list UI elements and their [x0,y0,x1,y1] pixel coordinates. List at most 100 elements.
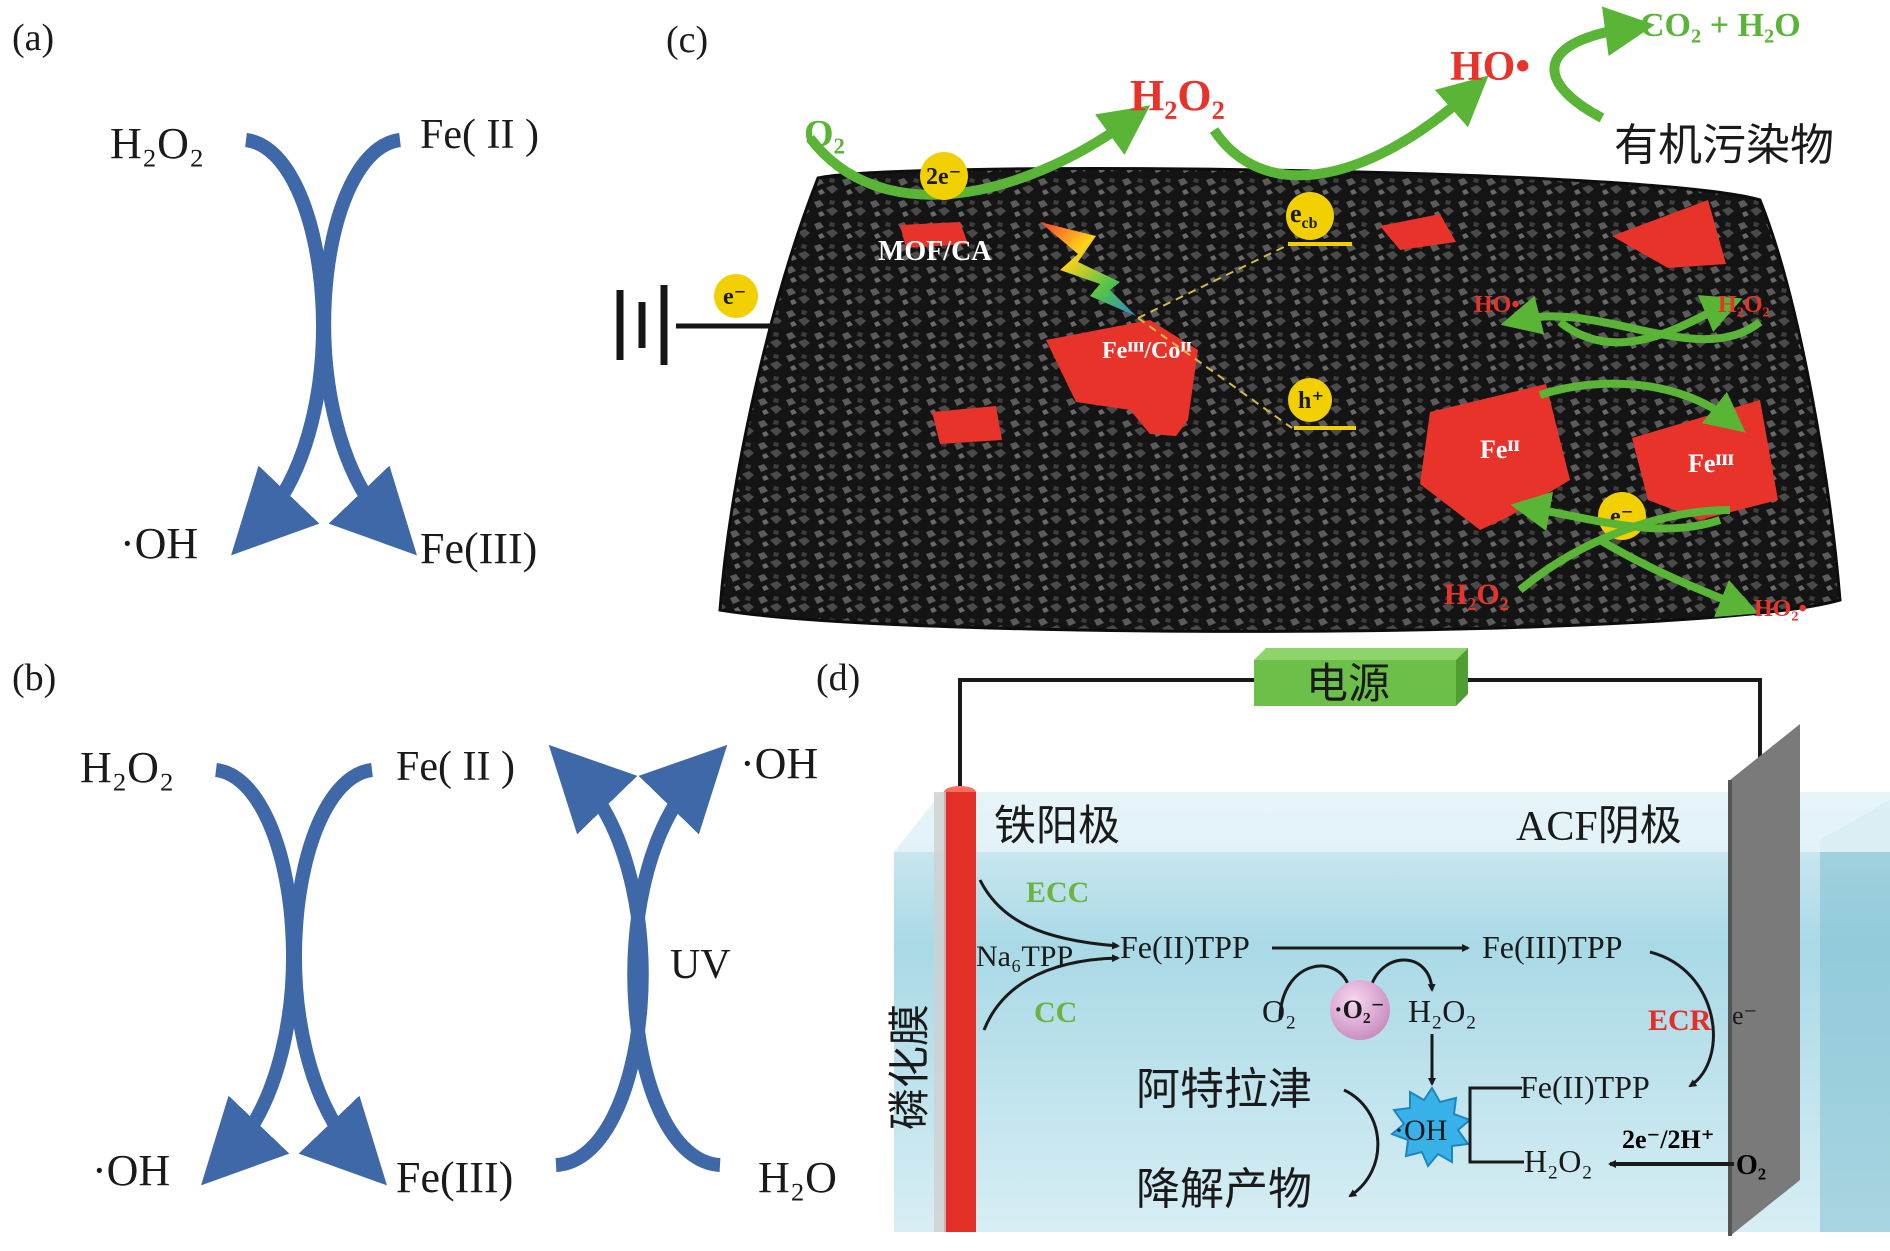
d-na6tpp-label: Na₆TPP [976,940,1073,973]
d-atrazine-label: 阿特拉津 [1136,1064,1312,1115]
light-bolt-icon [1040,222,1136,316]
power-supply-box [1254,648,1468,706]
anode-label: 铁阳极 [994,801,1120,850]
c-2e-bubble [920,152,968,200]
acf-cathode [1730,724,1800,1236]
d-products-label: 降解产物 [1136,1164,1312,1215]
b-oh-top-label: ·OH [740,739,818,788]
mof-crystal-small [900,222,968,248]
tank-top-surface [894,792,1890,852]
mof-crystal-center [1046,320,1198,436]
b-arrow-h2o-to-oh [627,744,728,1172]
d-arrow-atrazine-degrade [1343,1088,1380,1198]
c-ho2-bottom-label: HO₂• [1754,596,1807,622]
battery-icon [616,285,790,365]
b-uv-label: UV [670,942,731,988]
c-ecb-label: ecb [1290,199,1318,232]
d-arrow-o2rad-to-h2o2 [1368,958,1436,992]
d-oh-label: ·OH [1394,1114,1447,1147]
d-o2-label: O₂ [1262,993,1296,1029]
d-h2o2-2-label: H₂O₂ [1524,1143,1593,1179]
d-arrow-ecc [978,879,1120,950]
c-o2-label: O₂ [804,113,845,155]
d-2e-2h-label: 2e⁻/2H⁺ [1622,1125,1714,1154]
mof-crystal-left [932,406,1002,444]
d-arrow-ecr [1649,950,1715,1088]
c-fe-ii-label: Feᴵᴵ [1480,435,1520,464]
battery-electron-bubble [714,274,758,318]
phosphate-membrane-strip [934,792,946,1232]
c-arrow-to-ho2 [1597,536,1759,618]
b-fe3-label: Fe(III) [396,1153,513,1202]
panel-b-label: (b) [12,657,56,699]
c-arrow-h2o2-to-ho [1209,75,1489,181]
d-fe2tpp-2-label: Fe(II)TPP [1520,1069,1650,1105]
c-h2o2-small-label: H₂O₂ [1718,292,1770,318]
hplus-bubble [1288,378,1332,422]
a-oh-label: ·OH [120,519,198,568]
d-ecr-label: ECR [1648,1004,1712,1037]
iron-anode [944,792,976,1232]
a-fe2-label: Fe( II ) [420,112,539,158]
electrolyte-tank [894,792,1890,1232]
superoxide-bubble [1330,980,1390,1040]
b-arrow-fe2-to-fe3 [288,763,387,1186]
cathode-edge [1728,780,1732,1236]
c-h2o2-label: H₂O₂ [1130,71,1225,120]
c-arrow-pollutant-to-co2 [1549,6,1655,123]
c-ho-rad-label: HO• [1450,44,1530,90]
c-arrow-h2o2-bottom [1517,506,1731,594]
panel-a-label: (a) [12,17,54,59]
c-co2-h2o-label: CO₂ + H₂O [1640,7,1801,44]
panel-d-label: (d) [816,657,860,699]
wire-left [958,678,1258,790]
d-e-minus-label: e⁻ [1732,1001,1757,1030]
a-arrow-fe2-to-fe3 [317,133,417,556]
d-h2o2-label: H₂O₂ [1408,993,1477,1029]
d-ecc-label: ECC [1026,876,1089,909]
c-mof-ca-label: MOF/CA [878,236,992,267]
panel-c: (c) e⁻ O₂ 2e⁻ H₂O₂ HO• CO₂ + H₂O 有机污染物 M [616,6,1842,633]
panel-a: (a) H₂O₂ Fe( II ) ·OH Fe(III) [12,17,539,573]
d-arrow-o2-to-o2rad [1278,964,1353,1021]
d-o2-right-label: O₂ [1736,1150,1766,1181]
b-oh-label: ·OH [92,1146,170,1195]
panel-d: (d) 电源 铁阳极 磷化膜 ACF阴极 ECC CC Na₆TPP Fe(II… [816,648,1890,1236]
battery-electron-label: e⁻ [723,284,746,310]
hydroxyl-burst-icon [1390,1086,1472,1168]
d-arrow-cc [982,954,1120,1031]
d-fe3tpp-label: Fe(III)TPP [1482,929,1622,965]
b-arrow-h2o2-to-oh [201,763,300,1186]
b-h2o-label: H₂O [758,1153,837,1202]
c-arrow-to-fe-ii [1510,491,1722,533]
a-arrow-h2o2-to-oh [231,133,330,556]
d-o2-rad-label: ·O₂⁻ [1334,995,1384,1024]
d-fe2tpp-label: Fe(II)TPP [1120,929,1250,965]
membrane-label: 磷化膜 [885,1004,934,1130]
c-arrow-h2o2-to-ho-small [1557,295,1743,347]
tank-side-wall [1820,800,1890,1232]
wire-right [1462,678,1762,760]
c-fe-iii-label: Feᴵᴵᴵ [1688,449,1734,478]
c-arrow-feii-to-feiii [1538,379,1746,433]
c-hplus-label: h⁺ [1298,388,1324,414]
c-h2o2-bottom-label: H₂O₂ [1444,578,1509,611]
vb-dash-line [1137,317,1293,429]
ecb-bubble [1286,192,1334,240]
c-ho-small-label: HO• [1474,292,1520,318]
panel-b: (b) H₂O₂ Fe( II ) ·OH UV ·OH Fe(III) H₂O [12,657,837,1202]
c-pollutant-label: 有机污染物 [1614,120,1834,171]
cathode-label: ACF阴极 [1516,804,1682,850]
power-label: 电源 [1306,659,1390,708]
b-fe2-label: Fe( II ) [396,744,515,790]
cb-dash-line [1137,243,1291,319]
c-2e-label: 2e⁻ [926,164,961,190]
mof-crystal-right [1612,200,1726,268]
c-fe3co2-label: Feᴵᴵᴵ/Coᴵᴵ [1102,338,1192,364]
a-fe3-label: Fe(III) [420,524,537,573]
mof-crystal-mid [1380,214,1456,250]
panel-c-label: (c) [666,19,708,61]
b-h2o2-label: H₂O₂ [80,743,174,792]
a-h2o2-label: H₂O₂ [110,119,204,168]
